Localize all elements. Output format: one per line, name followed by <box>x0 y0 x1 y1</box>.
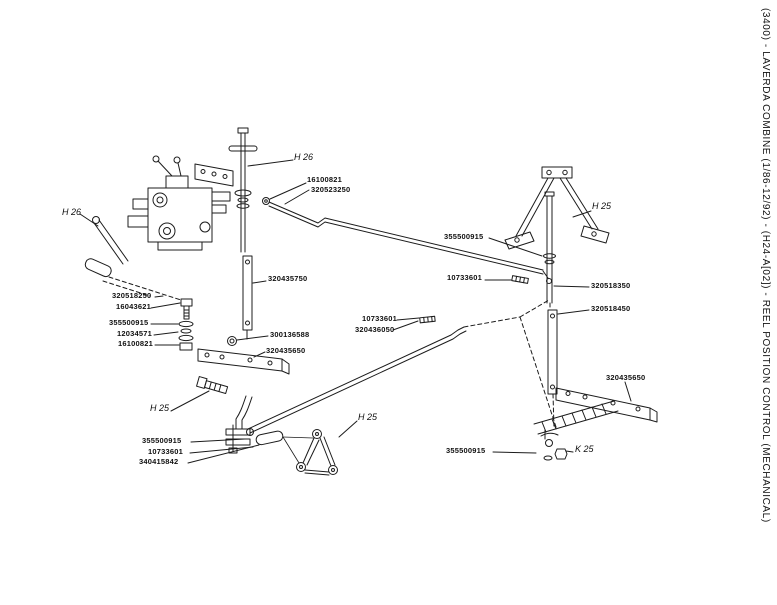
upper-control-rod-drawing <box>262 197 552 284</box>
part-number-label: 355500915 <box>109 318 149 327</box>
part-number-label: 320435650 <box>606 373 646 382</box>
part-number-label: 320435750 <box>268 274 308 283</box>
top-rod-drawing <box>228 127 258 253</box>
part-number-label: 16100821 <box>307 175 342 184</box>
left-bracket-drawing <box>196 348 290 394</box>
part-number-label: 355500915 <box>446 446 486 455</box>
part-number-label: 355500915 <box>444 232 484 241</box>
ref-label-h25-right: H 25 <box>592 201 612 211</box>
part-number-label: 16100821 <box>118 339 153 348</box>
part-number-label: 16043621 <box>116 302 151 311</box>
ref-label-h25-triangle: H 25 <box>358 412 378 422</box>
pivot-lever-drawing <box>84 216 129 278</box>
ref-label-h26-top: H 26 <box>294 152 314 162</box>
part-number-label: 320518350 <box>591 281 631 290</box>
part-number-label: 12034571 <box>117 329 152 338</box>
leader-lines <box>79 159 632 464</box>
fastener-stack-drawing <box>178 298 194 351</box>
part-number-label: 320518450 <box>591 304 631 313</box>
part-number-label: 320518250 <box>112 291 152 300</box>
spacer-drawing <box>255 430 314 464</box>
part-number-label: 10733601 <box>148 447 183 456</box>
part-number-label: 340415842 <box>139 457 179 466</box>
part-number-label: 355500915 <box>142 436 182 445</box>
catalog-side-title: (3400) - LAVERDA COMBINE (1/86-12/92) - … <box>760 8 771 523</box>
part-number-label: 320436050 <box>355 325 395 334</box>
part-number-label: 320435650 <box>266 346 306 355</box>
part-number-label: 10733601 <box>447 273 482 282</box>
ref-label-h26-left: H 26 <box>62 207 82 217</box>
part-number-label: 10733601 <box>362 314 397 323</box>
right-stand-drawing <box>504 166 610 250</box>
triangle-bracket-drawing <box>296 429 338 476</box>
right-rod-drawing <box>511 191 558 395</box>
clamp-lever-drawing <box>225 395 254 454</box>
right-bracket-drawing <box>533 387 658 435</box>
lower-control-rod-drawing <box>247 315 467 434</box>
ref-label-k25: K 25 <box>575 444 594 454</box>
valve-assembly-drawing <box>127 155 234 251</box>
ref-label-h25-bottom-left: H 25 <box>150 403 170 413</box>
part-number-label: 300136588 <box>270 330 310 339</box>
left-link-bar-drawing <box>227 255 253 346</box>
part-number-label: 320523250 <box>311 185 351 194</box>
centerlines <box>102 276 558 431</box>
k25-fitting-drawing <box>540 429 568 461</box>
